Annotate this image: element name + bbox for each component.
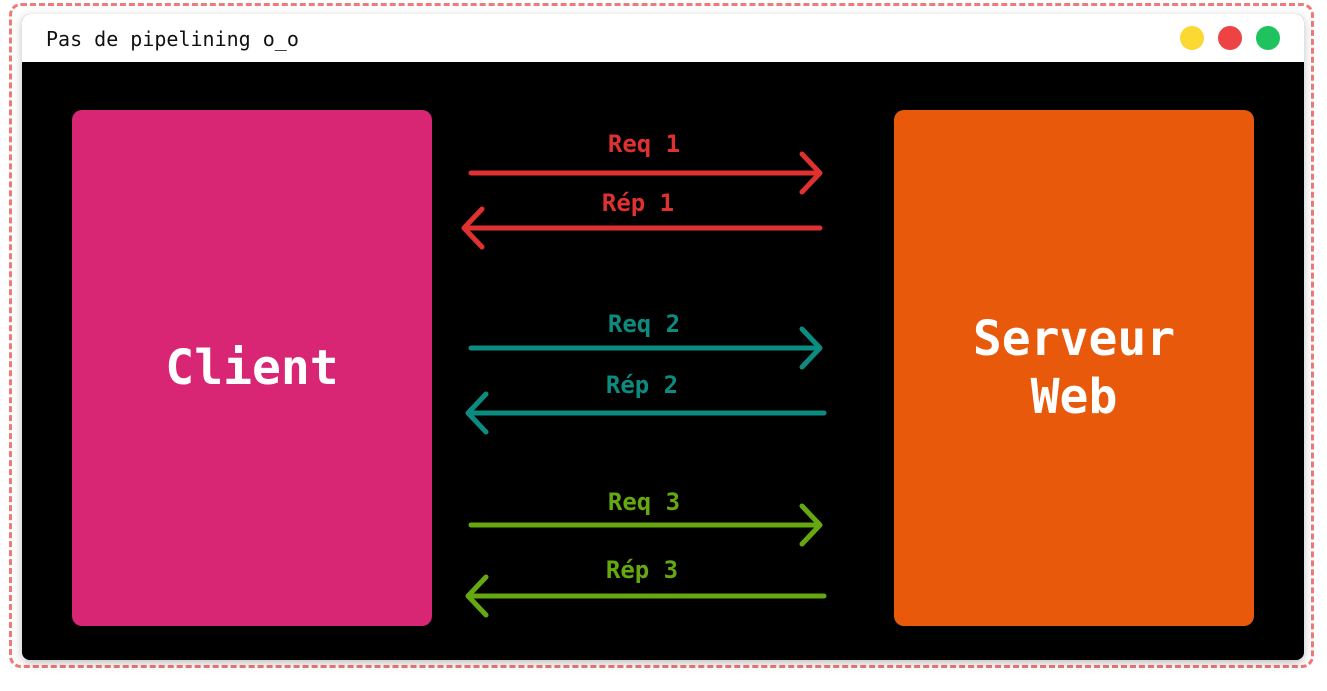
client-box: Client: [72, 110, 432, 626]
selection-frame: [9, 3, 1314, 668]
server-box: Serveur Web: [894, 110, 1254, 626]
client-label: Client: [165, 340, 339, 396]
close-button[interactable]: [1218, 26, 1242, 50]
title-bar: Pas de pipelining o_o: [22, 14, 1304, 62]
server-label-line-1: Serveur: [972, 311, 1176, 367]
maximize-button[interactable]: [1256, 26, 1280, 50]
response-arrow-head: [465, 574, 489, 618]
response-arrow-two: [465, 391, 827, 435]
request-arrow-head: [799, 326, 823, 370]
response-arrow-three: [465, 574, 827, 618]
response-label-three: Rép 3: [606, 556, 678, 584]
request-label-two: Req 2: [608, 310, 680, 338]
request-label-one: Req 1: [608, 130, 680, 158]
request-arrow-two: [468, 326, 823, 370]
response-arrow-head: [465, 391, 489, 435]
request-arrow-head: [799, 151, 823, 195]
window: Pas de pipelining o_o Client Serveur Web…: [22, 14, 1304, 660]
request-arrow-head: [799, 503, 823, 547]
request-arrow-three: [468, 503, 823, 547]
response-label-one: Rép 1: [602, 189, 674, 217]
exchange-arrows: Req 1 Rép 1 Req 2 Rép 2 Req 3 Rép 3: [461, 130, 827, 618]
request-label-three: Req 3: [608, 488, 680, 516]
minimize-button[interactable]: [1180, 26, 1204, 50]
window-title: Pas de pipelining o_o: [46, 27, 299, 51]
response-arrow-head: [461, 206, 485, 250]
response-arrow-one: [461, 206, 823, 250]
server-label-line-2: Web: [1030, 369, 1118, 425]
request-arrow-one: [468, 151, 823, 195]
response-label-two: Rép 2: [606, 371, 678, 399]
